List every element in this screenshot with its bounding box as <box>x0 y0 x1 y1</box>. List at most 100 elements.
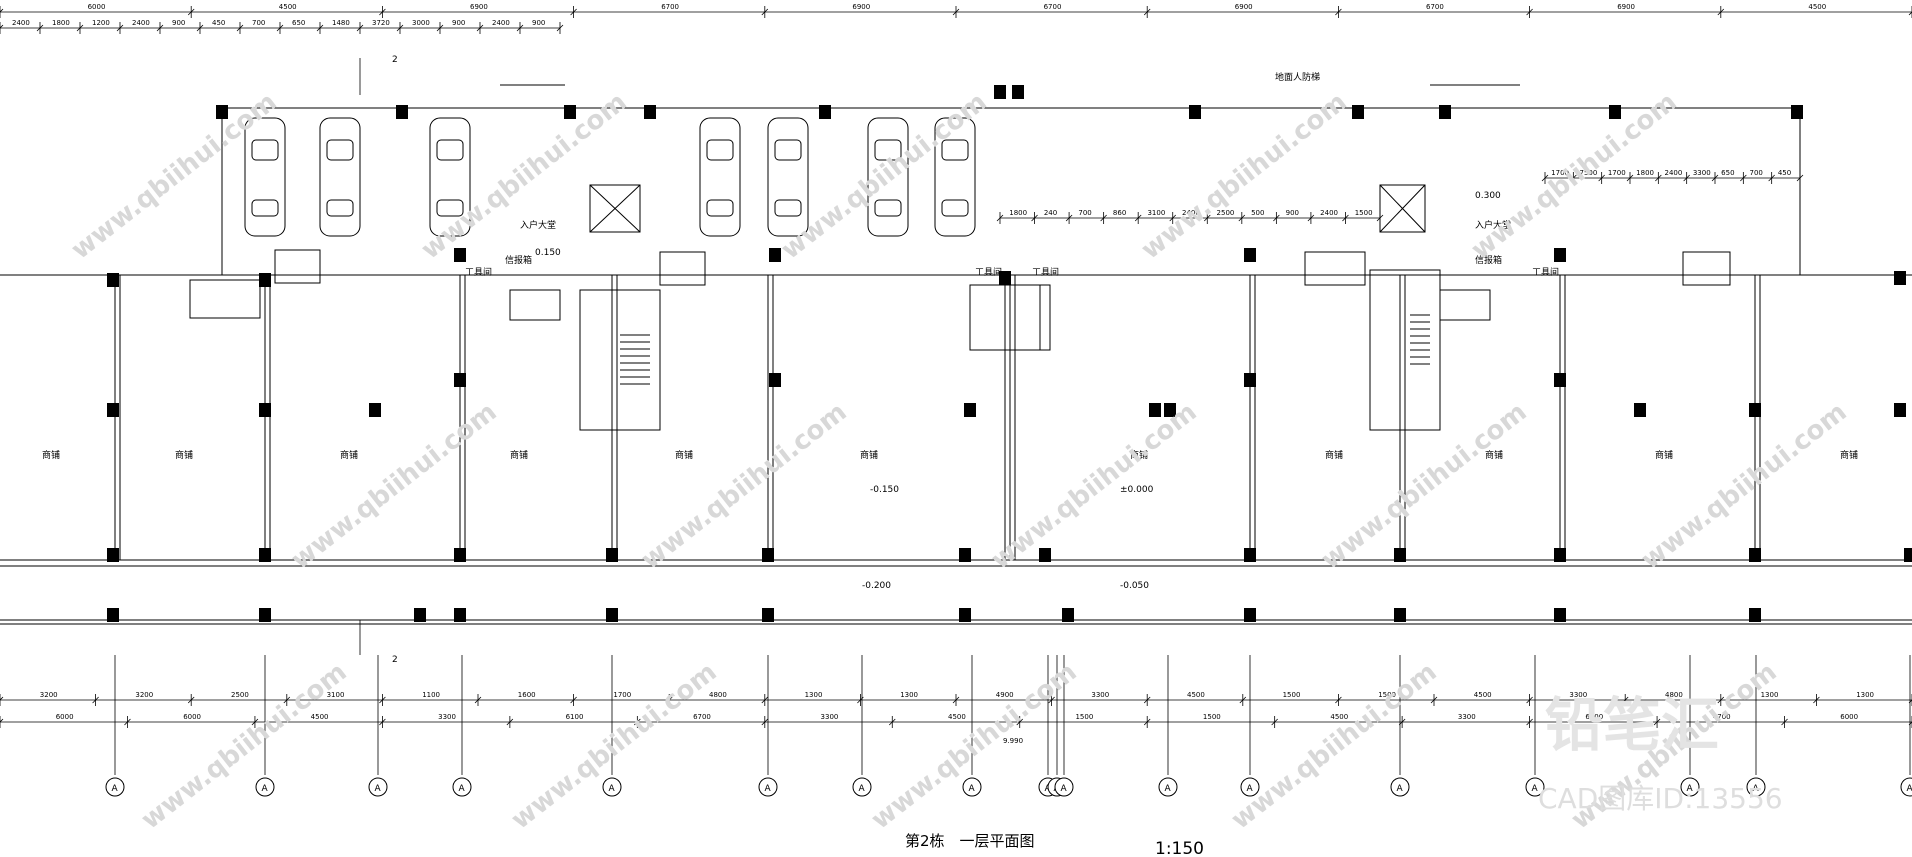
axis-bubble-label: A <box>765 784 772 794</box>
column <box>994 85 1006 99</box>
bottom-dim-row2-label: 6100 <box>566 713 584 721</box>
utility-room <box>1439 289 1491 321</box>
column <box>1554 248 1566 262</box>
top-dim-row1-slash <box>1143 8 1151 16</box>
elevation-label: 0.150 <box>535 248 561 258</box>
utility-room <box>189 279 261 319</box>
bottom-dim-row1-slash <box>570 696 577 704</box>
middle-dim-row-slash <box>1273 214 1280 222</box>
axis-bubble <box>1240 777 1260 797</box>
bottom-dim-row1-slash <box>665 696 673 704</box>
bottom-dim-row2-label: 6000 <box>1840 713 1858 721</box>
structural-columns <box>107 85 1912 622</box>
axis-bubble-label: A <box>1532 784 1539 794</box>
axis-bubble-label: A <box>459 784 466 794</box>
top-dim-row1-label: 6900 <box>852 3 870 11</box>
column <box>606 548 618 562</box>
top-dim-row2-slash <box>116 24 124 32</box>
top-dim-row1-slash <box>187 8 195 16</box>
bottom-dim-row1-slash <box>1048 696 1055 704</box>
elevation-label: -0.150 <box>870 485 899 495</box>
top-dim-row1-label: 6900 <box>470 3 488 11</box>
top-dim-row1-slash <box>1908 11 1912 16</box>
utility-room <box>1014 284 1051 351</box>
bottom-dim-row2-slash <box>124 718 131 726</box>
bottom-dim-row1-slash <box>1335 696 1342 704</box>
middle-dim-row-slash <box>1203 214 1211 222</box>
axis-bubble-label: A <box>1247 784 1254 794</box>
watermark-text: www.qbiihui.com <box>1316 397 1533 575</box>
axis-bubble <box>852 777 872 797</box>
right-dim-row-label: 2400 <box>1665 169 1683 177</box>
car-windshield <box>326 139 354 161</box>
mail-room-label: 信报箱 <box>505 254 532 266</box>
parked-car <box>244 117 286 237</box>
car-rear-window <box>436 199 464 217</box>
top-dim-row2-label: 2400 <box>12 19 30 27</box>
elevation-label: -0.050 <box>1120 581 1149 591</box>
axis-bubble-label: A <box>1753 784 1760 794</box>
bottom-dim-row1-slash <box>857 696 864 704</box>
car-rear-window <box>941 199 969 217</box>
parked-car <box>867 117 909 237</box>
car-rear-window <box>774 199 802 217</box>
elevator-cross <box>1379 184 1426 233</box>
watermark-text: www.qbiihui.com <box>1636 397 1853 575</box>
car-windshield <box>874 139 902 161</box>
column <box>1749 403 1761 417</box>
watermark-text: www.qbiihui.com <box>636 397 853 575</box>
middle-dim-row-slash <box>1031 214 1038 222</box>
bottom-dim-row2-label: 1500 <box>1203 713 1221 721</box>
middle-dim-row-label: 240 <box>1044 209 1057 217</box>
axis-bubble-label: A <box>1061 784 1068 794</box>
column <box>369 403 381 417</box>
top-dim-row2-label: 450 <box>212 19 225 27</box>
bottom-dim-row1-slash <box>283 696 291 704</box>
top-dim-row2-label: 700 <box>252 19 265 27</box>
axis-bubble-label: A <box>1397 784 1404 794</box>
utility-room <box>1682 251 1731 286</box>
bottom-dim-row2-label: 4500 <box>311 713 329 721</box>
middle-dim-row-label: 2500 <box>1217 209 1235 217</box>
shop-label: 商铺 <box>675 449 693 461</box>
utility-room <box>659 251 706 286</box>
middle-dim-row-label: 500 <box>1251 209 1264 217</box>
bottom-dim-row1-label: 4900 <box>996 691 1014 699</box>
room-labels: 商铺商铺商铺商铺商铺商铺商铺商铺商铺商铺商铺入户大堂入户大堂工具间工具间工具间工… <box>42 71 1858 461</box>
top-dim-row2-slash <box>556 24 564 32</box>
top-dim-row2-label: 1200 <box>92 19 110 27</box>
bottom-dim-row2-label: 3300 <box>438 713 456 721</box>
top-dim-row1-slash <box>1717 8 1725 16</box>
watermark-text: www.qbiihui.com <box>1136 87 1353 265</box>
top-dim-row2-slash <box>76 24 84 32</box>
top-dim-row1-label: 6900 <box>1235 3 1253 11</box>
column <box>959 548 971 562</box>
top-dim-row2-slash <box>196 24 204 32</box>
bottom-dim-row1-label: 4800 <box>1665 691 1683 699</box>
middle-dim-row-label: 3100 <box>1147 209 1165 217</box>
axis-bubble <box>255 777 275 797</box>
watermark-text: www.qbiihui.com <box>286 397 503 575</box>
watermark-text: www.qbiihui.com <box>66 87 283 265</box>
parked-car <box>699 117 741 237</box>
bottom-dim-row2-label: 1500 <box>1075 713 1093 721</box>
column <box>396 105 408 119</box>
bottom-dim-row1-label: 4500 <box>1187 691 1205 699</box>
top-dim-row1-label: 4500 <box>279 3 297 11</box>
bottom-dim-row1-label: 3200 <box>40 691 58 699</box>
column <box>1039 548 1051 562</box>
bottom-dim-row2-slash <box>888 718 896 726</box>
column <box>1244 248 1256 262</box>
right-dim-row-slash <box>1796 174 1804 182</box>
right-dim-row-label: 700 <box>1750 169 1763 177</box>
axis-bubble <box>1158 777 1178 797</box>
column <box>454 608 466 622</box>
shop-label: 商铺 <box>1325 449 1343 461</box>
bottom-dim-row2-slash <box>1016 718 1024 726</box>
mail-room-label-east: 信报箱 <box>1475 254 1502 266</box>
top-dim-row2-label: 900 <box>532 19 545 27</box>
tool-room-label: 工具间 <box>465 266 492 278</box>
column <box>1894 403 1906 417</box>
top-dim-row1-label: 6700 <box>1426 3 1444 11</box>
bottom-dim-row2-slash <box>1271 718 1278 726</box>
